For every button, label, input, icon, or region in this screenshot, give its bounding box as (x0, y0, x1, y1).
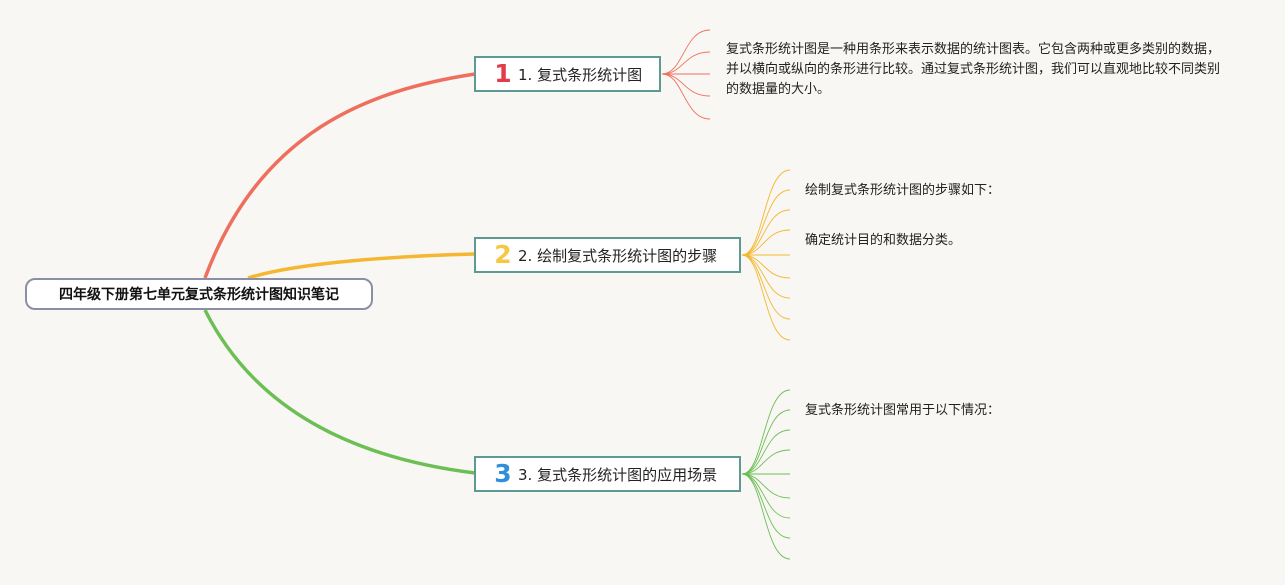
fan-line (661, 73, 711, 97)
number-2-icon: 2 (494, 240, 512, 269)
branch-topic-label: 3. 复式条形统计图的应用场景 (518, 465, 718, 484)
number-1-icon: 1 (494, 59, 512, 88)
note-definition: 复式条形统计图是一种用条形来表示数据的统计图表。它包含两种或更多类别的数据，并以… (726, 42, 1221, 97)
fan-line (741, 409, 791, 475)
number-3-icon: 3 (494, 459, 512, 488)
fan-line (661, 51, 711, 75)
fan-line (741, 389, 791, 475)
fan-line (741, 254, 791, 299)
fan-line (741, 169, 791, 256)
fan-line (661, 73, 711, 120)
branch-1-connector (203, 72, 476, 279)
fan-line (741, 473, 791, 519)
root-topic-label: 四年级下册第七单元复式条形统计图知识笔记 (59, 287, 339, 303)
fan-line (741, 449, 791, 475)
fan-line (741, 473, 791, 560)
fan-line (741, 473, 791, 539)
note-applications-intro: 复式条形统计图常用于以下情况： (805, 403, 1001, 418)
fan-line (741, 209, 791, 256)
note-step-1: 确定统计目的和数据分类。 (805, 233, 962, 248)
branch-2-note-fan (741, 169, 791, 341)
fan-line (741, 229, 791, 256)
fan-line (741, 189, 791, 256)
fan-line (661, 29, 711, 75)
fan-line (741, 254, 791, 320)
branch-3-connector (203, 309, 476, 475)
fan-line (741, 254, 791, 341)
branch-2-connector (247, 252, 476, 280)
fan-line (741, 429, 791, 475)
branch-3-note-fan (741, 389, 791, 560)
branch-topic-2[interactable]: 2 2. 绘制复式条形统计图的步骤 (474, 237, 741, 273)
branch-topic-label: 2. 绘制复式条形统计图的步骤 (518, 246, 718, 265)
branch-topic-3[interactable]: 3 3. 复式条形统计图的应用场景 (474, 456, 741, 492)
branch-topic-label: 1. 复式条形统计图 (518, 65, 643, 84)
branch-1-note-fan (661, 29, 711, 120)
branch-topic-1[interactable]: 1 1. 复式条形统计图 (474, 56, 661, 92)
note-steps-intro: 绘制复式条形统计图的步骤如下： (805, 183, 1001, 198)
root-topic[interactable]: 四年级下册第七单元复式条形统计图知识笔记 (25, 278, 373, 310)
